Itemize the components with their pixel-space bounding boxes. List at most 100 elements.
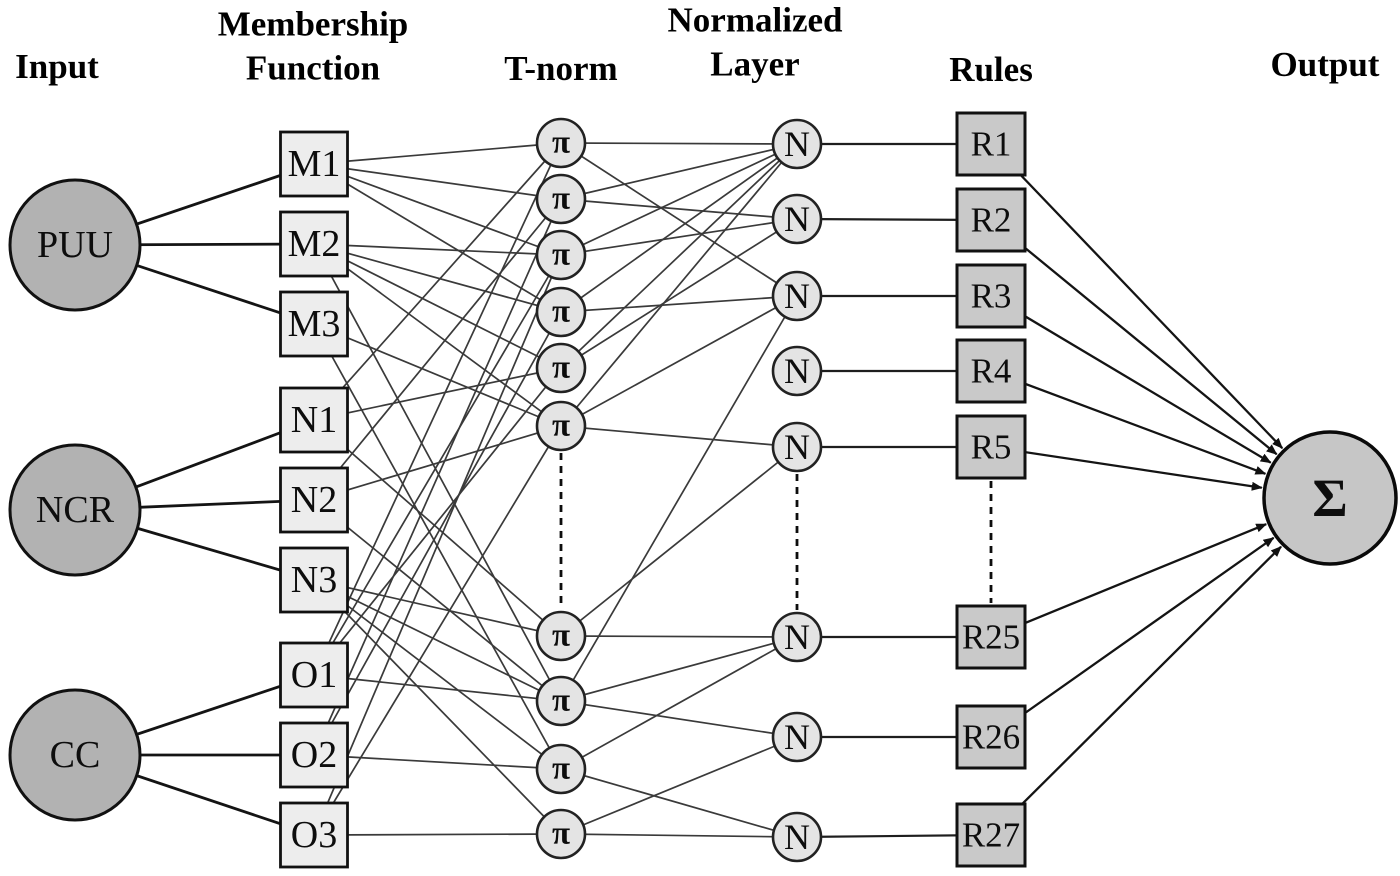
edge-M1-P1 xyxy=(313,142,562,165)
edge-P6-NL3 xyxy=(560,295,798,427)
node-SUM xyxy=(1262,430,1398,566)
edge-N3-P9 xyxy=(313,579,562,770)
header-t-norm: T-norm xyxy=(504,49,618,89)
node-O3 xyxy=(279,801,349,869)
header-membership-function: Membership Function xyxy=(217,4,409,87)
node-NL3 xyxy=(771,270,823,322)
node-label-P8: π xyxy=(551,682,571,719)
edge-O3-P3 xyxy=(313,254,562,836)
node-R2 xyxy=(955,187,1027,253)
edge-O1-P8 xyxy=(313,674,562,702)
edge-O2-P2 xyxy=(313,198,562,756)
node-label-NL3: N xyxy=(784,276,810,316)
node-CC xyxy=(8,688,142,822)
node-label-N1: N1 xyxy=(290,399,338,441)
edge-P2-NL2 xyxy=(560,198,798,220)
edge-O3-P6 xyxy=(313,425,562,836)
node-O2 xyxy=(279,721,349,789)
node-label-M2: M2 xyxy=(287,223,341,265)
node-P7 xyxy=(535,610,587,662)
node-label-N2: N2 xyxy=(290,479,338,521)
node-NL2 xyxy=(771,193,823,245)
edge-N1-P7 xyxy=(313,419,562,637)
node-label-R25: R25 xyxy=(961,617,1021,657)
node-M2 xyxy=(279,210,349,278)
node-NCR xyxy=(8,443,142,577)
node-label-N3: N3 xyxy=(290,559,338,601)
edge-P9-NL8 xyxy=(560,768,798,838)
node-N3 xyxy=(279,546,349,614)
node-R27 xyxy=(955,802,1027,868)
node-P2 xyxy=(535,173,587,225)
edge-N2-P8 xyxy=(313,499,562,702)
node-NL8 xyxy=(771,811,823,863)
node-R4 xyxy=(955,338,1027,404)
edge-P7-NL5 xyxy=(560,446,798,637)
node-P10 xyxy=(535,808,587,860)
header-rules: Rules xyxy=(949,50,1033,90)
edge-P1-NL1 xyxy=(560,142,798,145)
header-normalized-layer: Normalized Layer xyxy=(667,0,843,83)
node-label-P10: π xyxy=(551,815,571,852)
edge-R1-SUM xyxy=(990,143,1284,449)
node-R1 xyxy=(955,111,1027,177)
node-label-CC: CC xyxy=(49,734,101,776)
edge-O1-P3 xyxy=(313,254,562,676)
edge-N2-P2 xyxy=(313,198,562,501)
edge-P8-NL3 xyxy=(560,295,798,702)
node-NL1 xyxy=(771,118,823,170)
edge-M2-P6 xyxy=(313,243,562,427)
node-label-P6: π xyxy=(551,407,571,444)
edge-M1-P2 xyxy=(313,163,562,200)
node-P9 xyxy=(535,743,587,795)
header-input: Input xyxy=(15,47,99,87)
edge-O3-P10 xyxy=(313,833,562,836)
edge-P8-NL7 xyxy=(560,700,798,738)
edge-P10-NL7 xyxy=(560,736,798,835)
node-P4 xyxy=(535,286,587,338)
node-label-R5: R5 xyxy=(970,427,1012,467)
edge-P6-NL1 xyxy=(560,143,798,427)
node-label-R26: R26 xyxy=(961,717,1021,757)
edge-M2-P8 xyxy=(313,243,562,702)
node-label-O1: O1 xyxy=(290,654,338,696)
node-label-R27: R27 xyxy=(961,815,1021,855)
edge-P6-NL5 xyxy=(560,425,798,448)
node-label-PUU: PUU xyxy=(36,224,114,266)
edge-R3-SUM xyxy=(990,295,1272,464)
edge-M2-P4 xyxy=(313,243,562,313)
node-P1 xyxy=(535,117,587,169)
node-label-P2: π xyxy=(551,180,571,217)
node-NL6 xyxy=(771,611,823,663)
node-label-NL8: N xyxy=(784,817,810,857)
node-label-SUM: Σ xyxy=(1312,468,1348,528)
node-label-NL4: N xyxy=(784,351,810,391)
edge-P3-NL1 xyxy=(560,143,798,256)
edge-O1-P5 xyxy=(313,367,562,676)
node-label-P9: π xyxy=(551,750,571,787)
edge-P10-NL8 xyxy=(560,833,798,838)
node-label-NL1: N xyxy=(784,124,810,164)
node-P6 xyxy=(535,400,587,452)
node-R26 xyxy=(955,704,1027,770)
node-M1 xyxy=(279,130,349,198)
node-NL5 xyxy=(771,421,823,473)
edge-P4-NL1 xyxy=(560,143,798,313)
edge-R2-SUM xyxy=(990,219,1278,456)
node-label-P7: π xyxy=(551,617,571,654)
edge-P1-NL3 xyxy=(560,142,798,297)
edge-N1-P5 xyxy=(313,367,562,421)
node-NL4 xyxy=(771,345,823,397)
edge-P3-NL2 xyxy=(560,218,798,256)
edge-P5-NL1 xyxy=(560,143,798,369)
edge-O1-P1 xyxy=(313,142,562,676)
edge-M2-P3 xyxy=(313,243,562,256)
edge-P4-NL3 xyxy=(560,295,798,313)
node-label-O2: O2 xyxy=(290,734,338,776)
edge-N3-P7 xyxy=(313,579,562,637)
edge-R27-SUM xyxy=(990,545,1282,836)
edge-P2-NL1 xyxy=(560,143,798,200)
node-label-P3: π xyxy=(551,236,571,273)
edge-M3-P6 xyxy=(313,323,562,427)
